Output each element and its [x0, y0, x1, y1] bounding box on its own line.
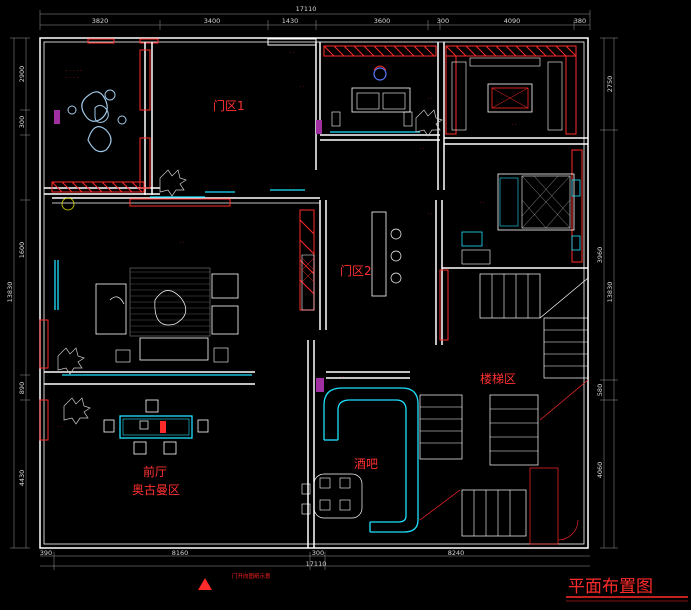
drawing-title-block: 平面布置图 — [566, 577, 688, 602]
entrance-note: 门开向图纸示意 — [232, 572, 271, 580]
dim-left-3: 1600 — [18, 242, 26, 259]
dim-left-5: 4430 — [18, 470, 26, 487]
bed-area — [461, 173, 581, 265]
room-label-lounge: 奥古曼区 — [132, 482, 180, 497]
tag-5: · · — [428, 211, 433, 217]
entrance-arrow-icon — [198, 578, 212, 590]
room-label-bar: 酒吧 — [354, 457, 378, 471]
tea-zone-chairs — [103, 399, 209, 455]
dim-top-4: 3600 — [374, 17, 391, 25]
cyan-accents — [119, 189, 305, 439]
dim-bottom-2: 8160 — [172, 549, 189, 557]
staircase — [419, 273, 589, 545]
tag-11: · · — [480, 200, 485, 206]
dim-right-3: 580 — [596, 384, 604, 396]
room-label-gate1: 门区1 — [213, 98, 245, 113]
dim-top-2: 3400 — [204, 17, 221, 25]
tag-7: · · — [58, 424, 63, 430]
tag-6: · · — [340, 374, 345, 380]
dim-left-2: 300 — [18, 116, 26, 128]
living-room-furniture — [95, 267, 239, 363]
dim-left-total: 13830 — [6, 282, 14, 303]
dim-top-1: 3820 — [92, 17, 109, 25]
tag-4: · · — [420, 146, 425, 152]
dim-left-1: 2900 — [18, 66, 26, 83]
dimensions-left: 13830 2900 300 1600 890 4430 — [6, 66, 26, 487]
dim-right-1: 2750 — [606, 76, 614, 93]
central-bar-counter — [301, 211, 402, 311]
room-labels: 门区1 门区2 楼梯区 前厅 奥古曼区 酒吧 — [132, 98, 516, 497]
tag-12: · · — [512, 122, 517, 128]
plants — [57, 109, 443, 425]
dim-top-5: 300 — [437, 17, 449, 25]
top-left-room-decor: · · · · · · · · · — [54, 68, 127, 153]
tag-9: · · — [290, 184, 295, 190]
top-left-label-2: · · · · — [66, 75, 78, 81]
dim-bottom-3: 300 — [312, 549, 324, 557]
dim-left-4: 890 — [18, 382, 26, 394]
dim-right-total: 13830 — [606, 282, 614, 303]
dim-right-4: 4060 — [596, 462, 604, 479]
dim-bottom-1: 390 — [40, 549, 52, 557]
red-wall-frames — [39, 45, 583, 441]
dim-top-7: 380 — [574, 17, 586, 25]
dim-top-3: 1430 — [282, 17, 299, 25]
top-right-room — [451, 57, 563, 131]
tag-1: · · — [290, 50, 295, 56]
tag-10: · · — [180, 240, 185, 246]
interior-walls — [44, 42, 588, 548]
dim-top-total: 17110 — [296, 5, 317, 13]
room-label-front-hall: 前厅 — [143, 464, 167, 479]
bar-curved-counter — [301, 378, 419, 533]
room-label-stairs: 楼梯区 — [480, 371, 516, 386]
dim-right-2: 3960 — [596, 247, 604, 264]
lounge-sofa — [316, 65, 420, 134]
tag-8: · · — [228, 184, 233, 190]
dimension-lines — [10, 10, 618, 570]
dim-bottom-total: 17110 — [306, 560, 327, 568]
room-label-gate2: 门区2 — [340, 263, 372, 278]
dimensions-right: 2750 3960 13830 580 4060 — [596, 76, 614, 479]
top-left-label: · · · · · — [66, 68, 82, 74]
red-door-tags: · · · · · · · · · · · · · · · · · · · · … — [58, 50, 517, 430]
entrance-marker: 门开向图纸示意 — [198, 572, 271, 590]
dimensions-bottom: 390 8160 300 8240 17110 — [40, 549, 464, 568]
tag-3: · · — [428, 96, 433, 102]
dim-top-6: 4090 — [504, 17, 521, 25]
dim-bottom-4: 8240 — [448, 549, 465, 557]
tag-2: · · — [300, 84, 305, 90]
dimensions-top: 17110 3820 3400 1430 3600 300 4090 380 — [92, 5, 586, 25]
drawing-title: 平面布置图 — [568, 577, 653, 597]
